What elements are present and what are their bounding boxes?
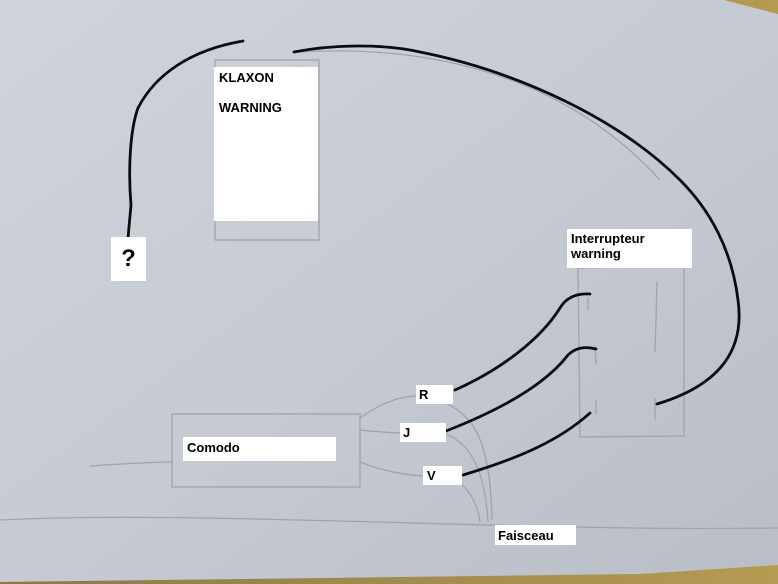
wire-question-to-klaxon	[126, 39, 245, 240]
klaxon-warning-label: KLAXON WARNING	[214, 67, 318, 221]
top-right-sketch	[299, 50, 661, 181]
question-mark-label: ?	[111, 237, 146, 281]
comodo-label: Comodo	[183, 437, 336, 461]
interrupteur-warning-label: Interrupteur warning	[567, 229, 692, 268]
wire-j	[444, 346, 598, 433]
wire-klaxon-to-interrupteur	[292, 44, 741, 406]
left-wire-sketch	[89, 461, 173, 467]
wire-v-label: V	[423, 466, 462, 485]
faisceau-label: Faisceau	[495, 525, 576, 545]
paper-edge-line	[0, 516, 778, 530]
comodo-wires-sketch	[359, 395, 493, 523]
wire-j-label: J	[400, 423, 446, 442]
comodo-box-sketch	[171, 413, 361, 488]
wire-v	[461, 411, 592, 477]
wire-r-label: R	[416, 385, 453, 404]
wire-r	[453, 292, 592, 392]
ink-wires	[126, 39, 741, 477]
